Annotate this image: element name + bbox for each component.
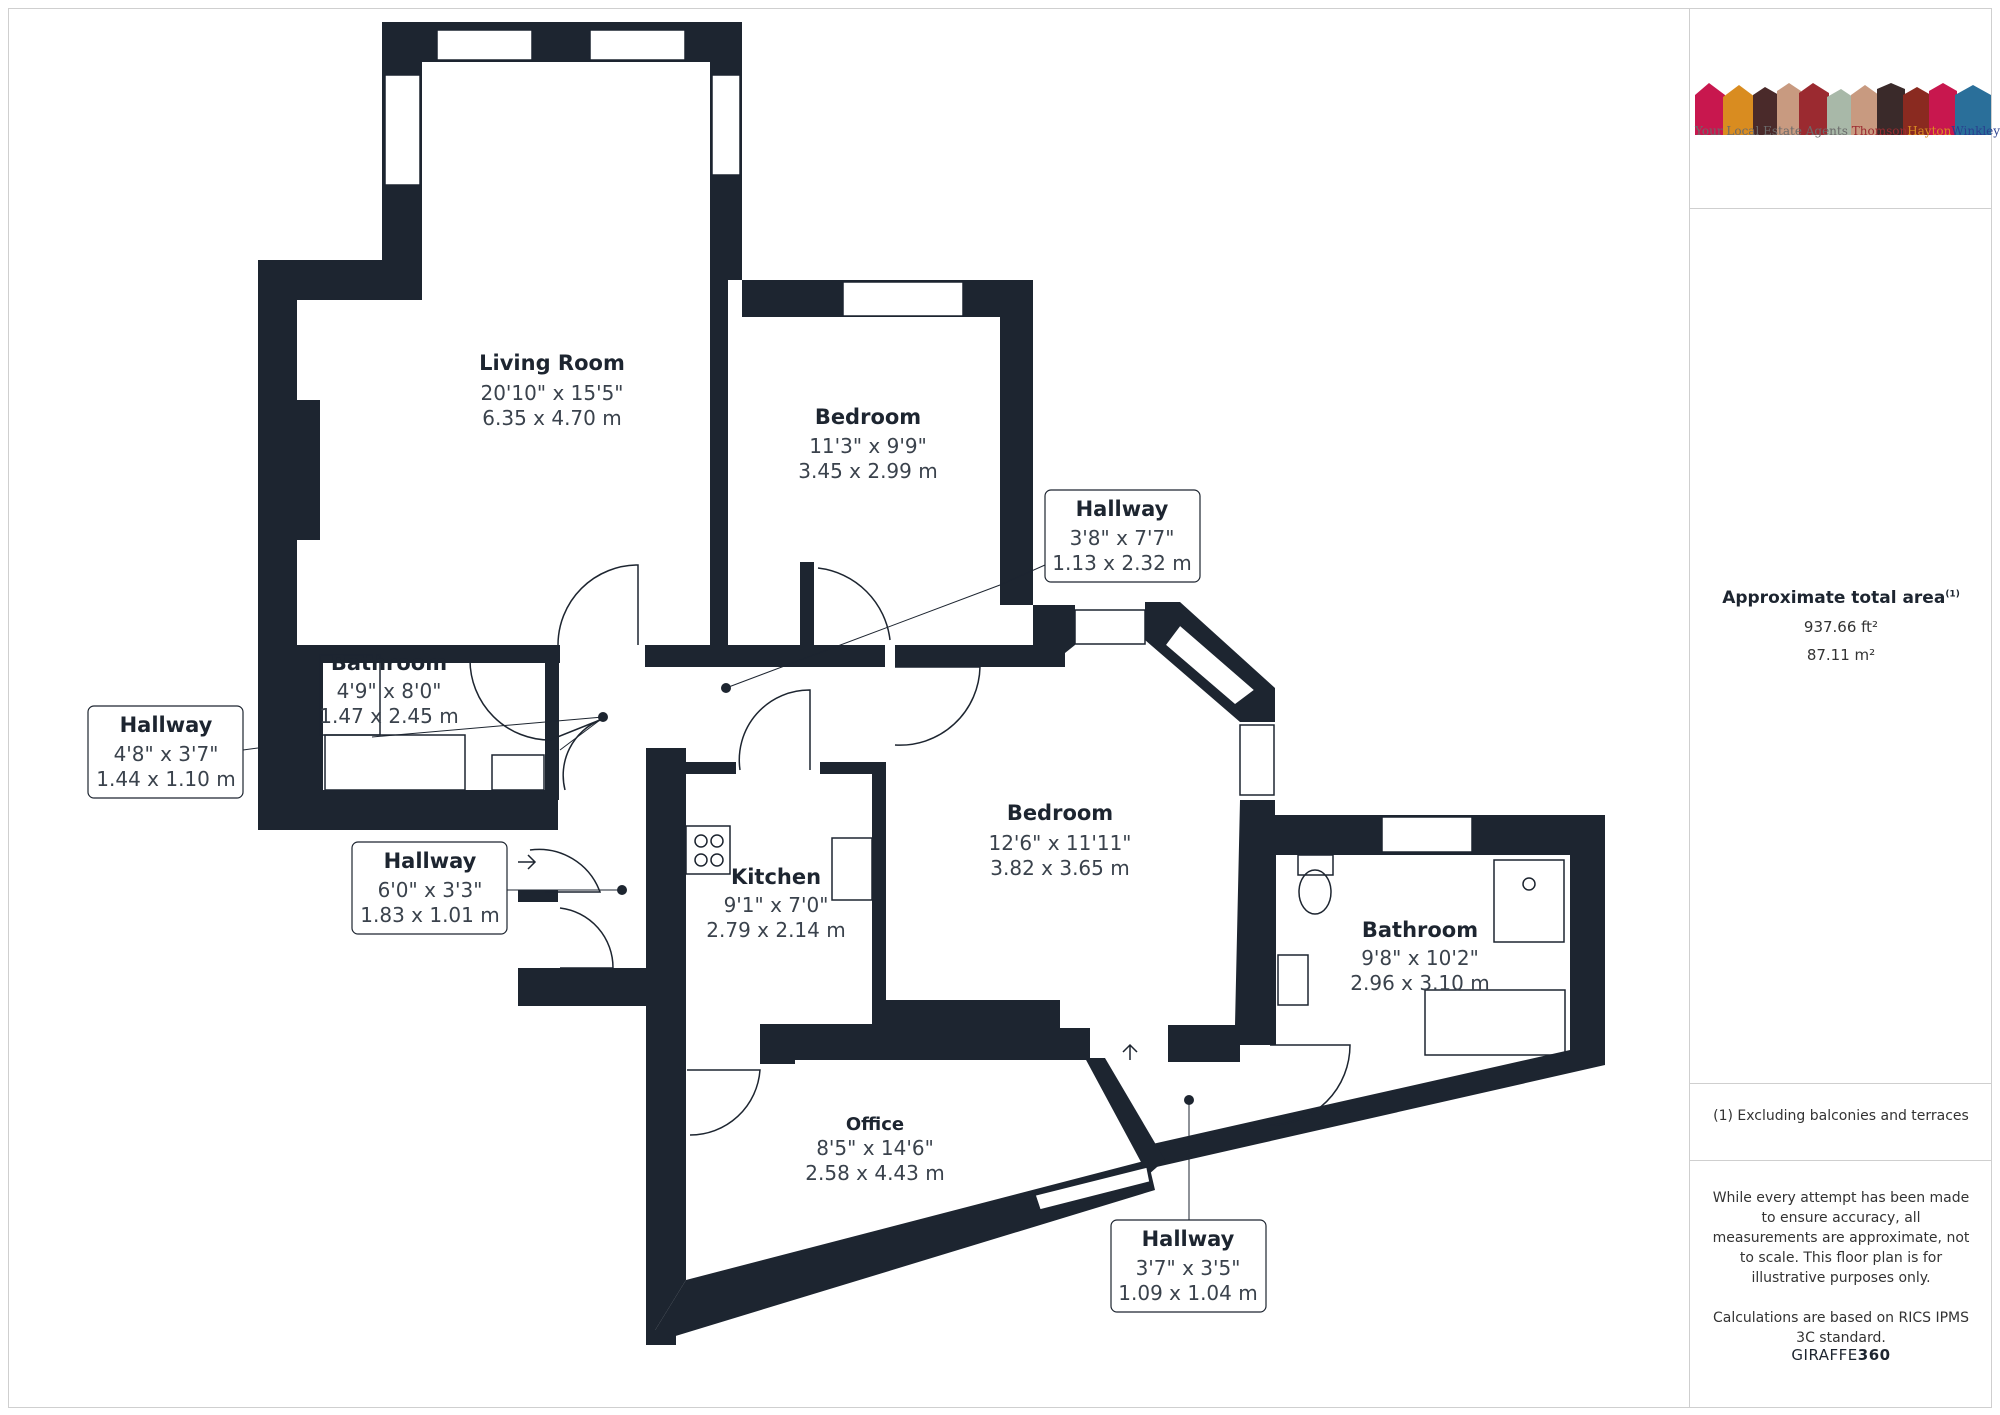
divider: [1690, 1160, 1992, 1161]
pointer-dot: [1184, 1095, 1194, 1105]
room-metric: 2.96 x 3.10 m: [1350, 971, 1489, 995]
info-sidebar: Your Local Estate Agents ThomsonHaytonWi…: [1689, 8, 2000, 1408]
room-imperial: 3'8" x 7'7": [1070, 526, 1175, 550]
room-name: Hallway: [1142, 1227, 1235, 1251]
room-imperial: 4'9" x 8'0": [337, 679, 442, 703]
room-name: Bedroom: [1007, 801, 1113, 825]
giraffe360-brand: GIRAFFE360: [1791, 1346, 1891, 1364]
total-area-sqm: 87.11 m²: [1806, 646, 1876, 664]
room-metric: 6.35 x 4.70 m: [482, 406, 621, 430]
agency-logo: [1695, 83, 1991, 135]
room-metric: 3.45 x 2.99 m: [798, 459, 937, 483]
floor-plan: Living Room 20'10" x 15'5" 6.35 x 4.70 m…: [87, 22, 1605, 1345]
room-name: Office: [846, 1114, 904, 1135]
room-imperial: 20'10" x 15'5": [480, 381, 623, 405]
divider: [1690, 208, 1992, 209]
pointer-dot: [598, 712, 608, 722]
room-imperial: 11'3" x 9'9": [809, 434, 927, 458]
room-name: Bedroom: [815, 405, 921, 429]
room-metric: 3.82 x 3.65 m: [990, 856, 1129, 880]
fixtures: [319, 654, 1566, 1056]
room-metric: 1.09 x 1.04 m: [1118, 1281, 1257, 1305]
disclaimer: While every attempt has been made to ens…: [1710, 1188, 1972, 1368]
room-metric: 1.47 x 2.45 m: [319, 704, 458, 728]
room-imperial: 8'5" x 14'6": [816, 1136, 934, 1160]
room-metric: 2.79 x 2.14 m: [706, 918, 845, 942]
room-name: Hallway: [120, 713, 213, 737]
room-imperial: 9'8" x 10'2": [1361, 946, 1479, 970]
divider: [1690, 1083, 1992, 1084]
room-name: Hallway: [1076, 497, 1169, 521]
page-frame: [8, 8, 1992, 1408]
callout-hallway-bottom: Hallway 3'7" x 3'5" 1.09 x 1.04 m: [1110, 1219, 1267, 1313]
footnote: (1) Excluding balconies and terraces: [1713, 1108, 1969, 1124]
entry-arrow-icon: [1122, 1043, 1138, 1060]
callout-hallway-entry: Hallway 6'0" x 3'3" 1.83 x 1.01 m: [351, 841, 508, 935]
windows: [384, 29, 1473, 1211]
room-metric: 1.44 x 1.10 m: [96, 767, 235, 791]
disclaimer-text: While every attempt has been made to ens…: [1712, 1190, 1970, 1286]
pointer-dot: [721, 683, 731, 693]
room-name: Hallway: [384, 849, 477, 873]
agency-logo-text: Your Local Estate Agents ThomsonHaytonWi…: [1695, 124, 2000, 138]
room-name: Bathroom: [1362, 918, 1478, 942]
room-imperial: 4'8" x 3'7": [114, 742, 219, 766]
doors: [469, 564, 1351, 1136]
total-area-title: Approximate total area(1): [1722, 588, 1960, 608]
entry-arrow-icon: [518, 854, 537, 870]
room-name: Bathroom: [331, 651, 447, 675]
callout-hallway-top: Hallway 3'8" x 7'7" 1.13 x 2.32 m: [1044, 489, 1201, 583]
room-metric: 1.83 x 1.01 m: [360, 903, 499, 927]
total-area-sqft: 937.66 ft²: [1803, 618, 1879, 636]
calculations-text: Calculations are based on RICS IPMS 3C s…: [1712, 1310, 1970, 1346]
room-name: Kitchen: [731, 865, 821, 889]
room-imperial: 9'1" x 7'0": [724, 893, 829, 917]
room-imperial: 12'6" x 11'11": [988, 831, 1131, 855]
room-imperial: 6'0" x 3'3": [378, 878, 483, 902]
total-area: Approximate total area(1) 937.66 ft² 87.…: [1690, 588, 1992, 664]
room-imperial: 3'7" x 3'5": [1136, 1256, 1241, 1280]
room-metric: 2.58 x 4.43 m: [805, 1161, 944, 1185]
room-metric: 1.13 x 2.32 m: [1052, 551, 1191, 575]
callout-hallway-left: Hallway 4'8" x 3'7" 1.44 x 1.10 m: [87, 705, 244, 799]
room-name: Living Room: [479, 351, 625, 375]
